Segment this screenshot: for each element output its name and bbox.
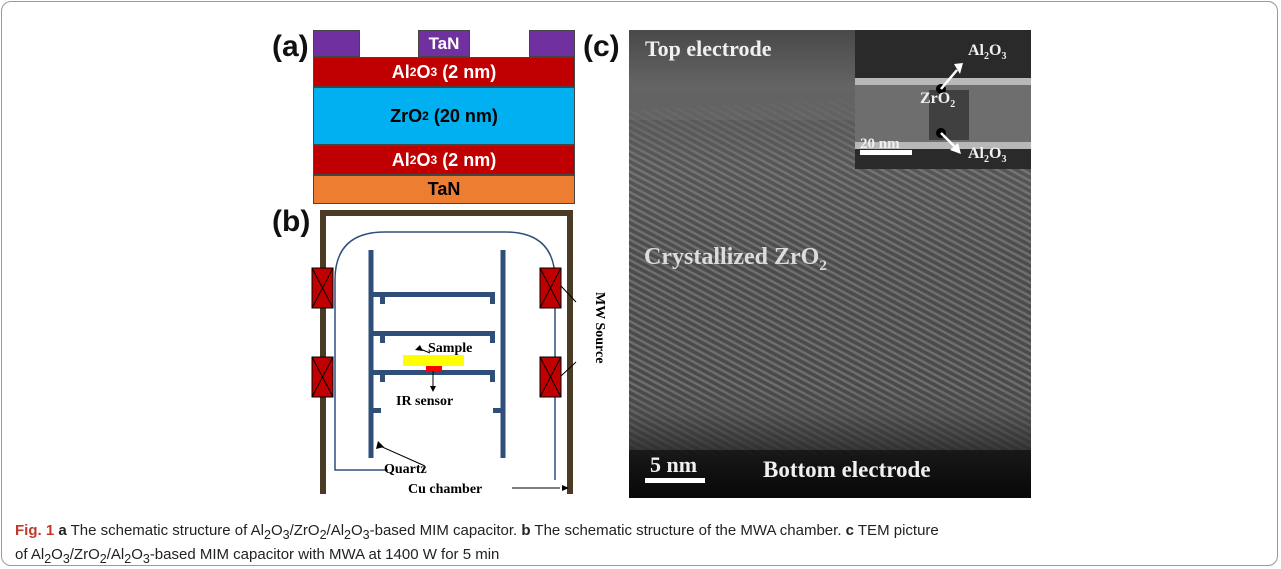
caption-a: a: [58, 522, 67, 539]
tem-image: [629, 30, 1031, 498]
caption-text: O: [270, 522, 283, 539]
layer-al2o3-bottom-thickness: (2 nm): [437, 149, 497, 170]
layer-al2o3-bottom-text: Al: [391, 149, 410, 170]
label-inset-al2o3-bottom: Al2O3: [968, 145, 1006, 165]
caption-b: b: [521, 522, 531, 539]
layer-tan-bottom: TaN: [313, 175, 575, 204]
label-mw-source: MW Source: [592, 292, 607, 363]
mw-sources: [311, 267, 562, 398]
t: O: [989, 42, 1002, 59]
sub: 2: [44, 552, 52, 566]
sub: 2: [319, 528, 327, 542]
t: Al: [968, 42, 984, 59]
sub: 3: [282, 528, 290, 542]
label-bottom-electrode: Bottom electrode: [763, 457, 931, 482]
label-ir-sensor: IR sensor: [396, 394, 453, 409]
tem-inset: [855, 30, 1031, 169]
panel-label-a: (a): [272, 30, 309, 63]
contact-pad-left: [313, 30, 360, 57]
caption-text: The schematic structure of Al: [66, 522, 264, 539]
layer-al2o3-top-o: O: [416, 61, 431, 82]
sub: 3: [362, 528, 370, 542]
label-inset-scale-bar: 20 nm: [860, 136, 900, 152]
label-inset-al2o3-top: Al2O3: [968, 42, 1006, 62]
sub: 2: [984, 51, 989, 63]
sub: 2: [819, 257, 827, 274]
sub: 2: [124, 552, 132, 566]
contact-pad-right: [529, 30, 575, 57]
layer-zro2-thickness: (20 nm): [428, 105, 498, 126]
scale-bar: [645, 478, 705, 483]
layer-tan-text: TaN: [427, 179, 461, 199]
label-crystallized: Crystallized ZrO2: [644, 244, 827, 275]
sub: 2: [984, 154, 989, 166]
layer-al2o3-bottom-o: O: [416, 149, 431, 170]
layer-al2o3-top-thickness: (2 nm): [437, 61, 497, 82]
caption-text: -based MIM capacitor with MWA at 1400 W …: [149, 546, 500, 563]
caption-text: O: [351, 522, 363, 539]
label-cu-chamber: Cu chamber: [408, 482, 482, 497]
layer-zro2-text: ZrO: [390, 105, 423, 126]
caption-text: /ZrO: [69, 546, 100, 563]
quartz-tube: [334, 231, 556, 480]
panel-label-b: (b): [272, 205, 311, 238]
sub: 3: [142, 552, 150, 566]
t: O: [989, 145, 1002, 162]
caption-text: of Al: [15, 546, 45, 563]
sub: 3: [1001, 154, 1007, 166]
caption-text: /Al: [326, 522, 345, 539]
label-quartz: Quartz: [384, 462, 427, 477]
contact-pad-center: TaN: [418, 30, 470, 57]
label-top-electrode: Top electrode: [645, 36, 772, 61]
schematic-b: Sample IR sensor Quartz Cu chamber MW So…: [311, 210, 607, 497]
label-inset-zro2-text: ZrO: [920, 90, 951, 107]
label-sample: Sample: [428, 341, 472, 356]
panel-label-c: (c): [583, 30, 620, 63]
caption-text: /ZrO: [289, 522, 320, 539]
caption-c: c: [845, 522, 854, 539]
ir-sensor: [426, 366, 442, 371]
sample: [403, 355, 464, 366]
caption-text: O: [131, 546, 143, 563]
sub: 2: [344, 528, 351, 542]
caption-text: O: [51, 546, 63, 563]
figure-caption: Fig. 1 a The schematic structure of Al2O…: [15, 521, 1265, 569]
cu-chamber-wall: [320, 210, 573, 494]
sub: 2: [99, 552, 107, 566]
label-inset-zro2: ZrO2: [920, 90, 955, 110]
sub: 2: [264, 528, 271, 542]
contact-label: TaN: [428, 33, 460, 53]
layer-al2o3-top-text: Al: [391, 61, 410, 82]
label-crystallized-text: Crystallized ZrO: [644, 244, 820, 270]
caption-text: The schematic structure of the MWA chamb…: [530, 522, 846, 539]
sub: 3: [62, 552, 70, 566]
sub: 2: [950, 99, 956, 111]
sub: 3: [1001, 51, 1007, 63]
caption-text: /Al: [106, 546, 125, 563]
t: Al: [968, 145, 984, 162]
caption-fig-label: Fig. 1: [15, 522, 55, 539]
caption-text: -based MIM capacitor.: [369, 522, 522, 539]
caption-text: TEM picture: [854, 522, 939, 539]
label-scale-bar: 5 nm: [650, 452, 698, 477]
